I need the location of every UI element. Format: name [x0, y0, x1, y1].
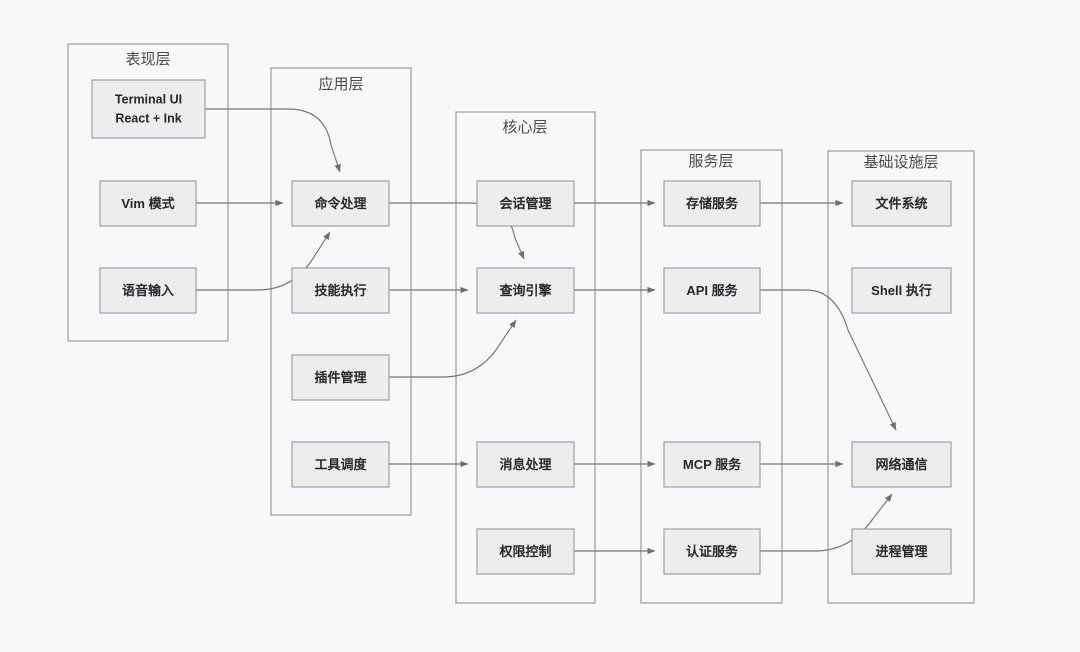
layer-group-service: 服务层 — [640, 149, 783, 604]
node-process-management[interactable]: 进程管理 — [851, 528, 952, 575]
node-label-plugin-management: 插件管理 — [314, 370, 366, 385]
node-box-terminal-ui[interactable] — [91, 79, 206, 139]
node-file-system[interactable]: 文件系统 — [851, 180, 952, 227]
node-label-session-management: 会话管理 — [499, 196, 551, 211]
node-terminal-ui[interactable]: Terminal UI React + Ink — [91, 79, 206, 139]
node-box-query-engine[interactable] — [476, 267, 575, 314]
node-box-skill-execution[interactable] — [291, 267, 390, 314]
edge-voice-input-to-command-processing — [196, 231, 331, 291]
node-label-command-processing: 命令处理 — [313, 196, 366, 211]
node-command-processing[interactable]: 命令处理 — [291, 180, 390, 227]
layer-group-application: 应用层 — [270, 67, 412, 516]
layer-group-box-infrastructure — [827, 150, 975, 604]
node-label-file-system: 文件系统 — [875, 196, 927, 211]
node-label-message-processing: 消息处理 — [499, 457, 551, 472]
node-voice-input[interactable]: 语音输入 — [99, 267, 197, 314]
node-box-shell-execution[interactable] — [851, 267, 952, 314]
layer-group-box-application — [270, 67, 412, 516]
layer-group-core: 核心层 — [455, 111, 596, 604]
node-box-vim-mode[interactable] — [99, 180, 197, 227]
edge-terminal-ui-to-command-processing — [205, 108, 341, 173]
node-session-management[interactable]: 会话管理 — [476, 180, 575, 227]
node-box-process-management[interactable] — [851, 528, 952, 575]
node-plugin-management[interactable]: 插件管理 — [291, 354, 390, 401]
node-vim-mode[interactable]: Vim 模式 — [99, 180, 197, 227]
layer-group-title-service: 服务层 — [688, 153, 733, 170]
node-label-mcp-service: MCP 服务 — [683, 457, 742, 472]
node-box-tool-scheduling[interactable] — [291, 441, 390, 488]
node-box-network-communication[interactable] — [851, 441, 952, 488]
node-label-query-engine: 查询引擎 — [498, 283, 551, 298]
node-message-processing[interactable]: 消息处理 — [476, 441, 575, 488]
node-api-service[interactable]: API 服务 — [663, 267, 761, 314]
node-query-engine[interactable]: 查询引擎 — [476, 267, 575, 314]
node-box-command-processing[interactable] — [291, 180, 390, 227]
node-label-process-management: 进程管理 — [875, 544, 927, 559]
node-label-auth-service: 认证服务 — [686, 544, 739, 559]
edge-auth-service-to-network-communication — [760, 493, 893, 552]
node-label-api-service: API 服务 — [686, 283, 738, 298]
layer-group-title-application: 应用层 — [318, 75, 363, 93]
node-permission-control[interactable]: 权限控制 — [476, 528, 575, 575]
node-box-api-service[interactable] — [663, 267, 761, 314]
node-mcp-service[interactable]: MCP 服务 — [663, 441, 761, 488]
node-auth-service[interactable]: 认证服务 — [663, 528, 761, 575]
layer-group-box-service — [640, 149, 783, 604]
layer-group-box-presentation — [67, 43, 229, 342]
node-label-skill-execution: 技能执行 — [314, 283, 366, 298]
node-box-mcp-service[interactable] — [663, 441, 761, 488]
node-box-storage-service[interactable] — [663, 180, 761, 227]
node-label-voice-input: 语音输入 — [122, 283, 174, 298]
layer-edges — [196, 108, 897, 555]
node-label-network-communication: 网络通信 — [875, 457, 927, 472]
layer-group-infrastructure: 基础设施层 — [827, 150, 975, 604]
node-box-message-processing[interactable] — [476, 441, 575, 488]
node-box-plugin-management[interactable] — [291, 354, 390, 401]
node-box-voice-input[interactable] — [99, 267, 197, 314]
node-box-auth-service[interactable] — [663, 528, 761, 575]
node-storage-service[interactable]: 存储服务 — [663, 180, 761, 227]
node-tool-scheduling[interactable]: 工具调度 — [291, 441, 390, 488]
node-box-session-management[interactable] — [476, 180, 575, 227]
node-label-permission-control: 权限控制 — [498, 544, 551, 559]
node-label-terminal-ui: Terminal UI — [115, 92, 182, 106]
layer-group-title-presentation: 表现层 — [125, 51, 170, 68]
layer-group-title-core: 核心层 — [502, 119, 547, 136]
node-label-tool-scheduling: 工具调度 — [314, 457, 367, 472]
edge-api-service-to-network-communication — [760, 289, 897, 431]
edge-plugin-management-to-query-engine — [389, 319, 517, 378]
node-skill-execution[interactable]: 技能执行 — [291, 267, 390, 314]
node-box-permission-control[interactable] — [476, 528, 575, 575]
node-label-vim-mode: Vim 模式 — [121, 196, 174, 211]
layer-group-box-core — [455, 111, 596, 604]
layer-group-presentation: 表现层 — [67, 43, 229, 342]
node-label-shell-execution: Shell 执行 — [871, 283, 932, 298]
node-box-file-system[interactable] — [851, 180, 952, 227]
node-label-storage-service: 存储服务 — [686, 196, 739, 211]
layer-group-title-infrastructure: 基础设施层 — [863, 154, 938, 171]
node-shell-execution[interactable]: Shell 执行 — [851, 267, 952, 314]
node-label2-terminal-ui: React + Ink — [115, 111, 181, 125]
node-network-communication[interactable]: 网络通信 — [851, 441, 952, 488]
